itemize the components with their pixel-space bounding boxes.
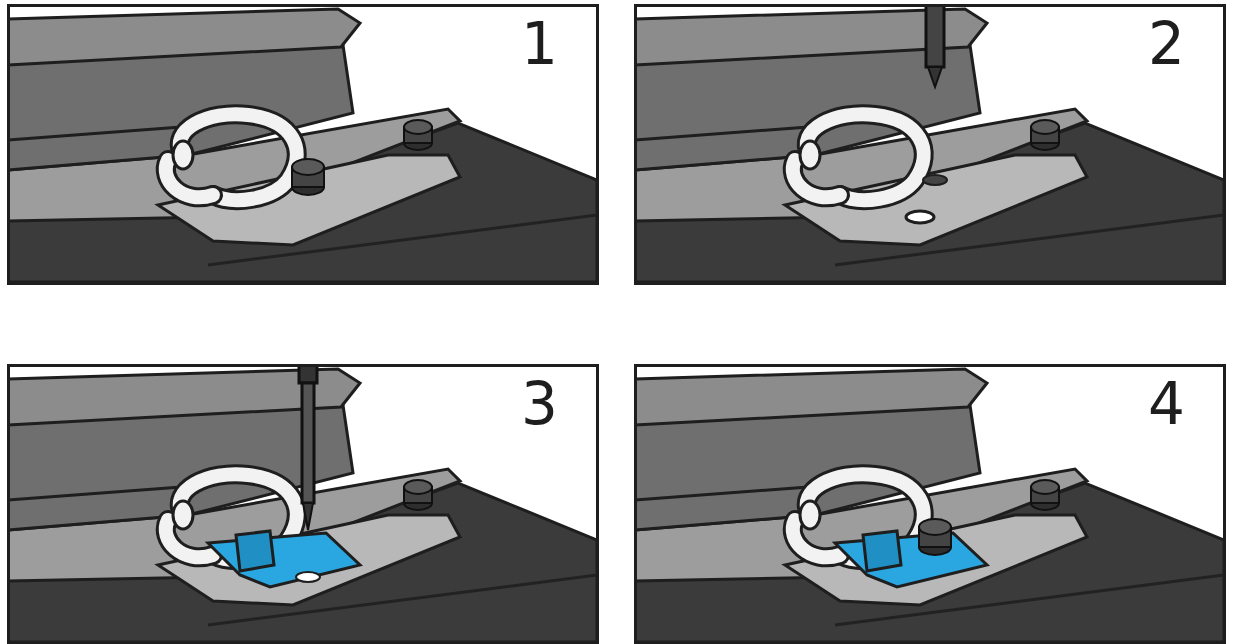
step-panel: 3 [7,364,599,644]
step-number: 3 [521,375,558,433]
step-panel: 1 [7,4,599,285]
step-panel: 4 [634,364,1226,644]
step-number: 4 [1148,375,1185,433]
step-panel: 2 [634,4,1226,285]
step-number: 1 [521,15,558,73]
step-number: 2 [1148,15,1185,73]
